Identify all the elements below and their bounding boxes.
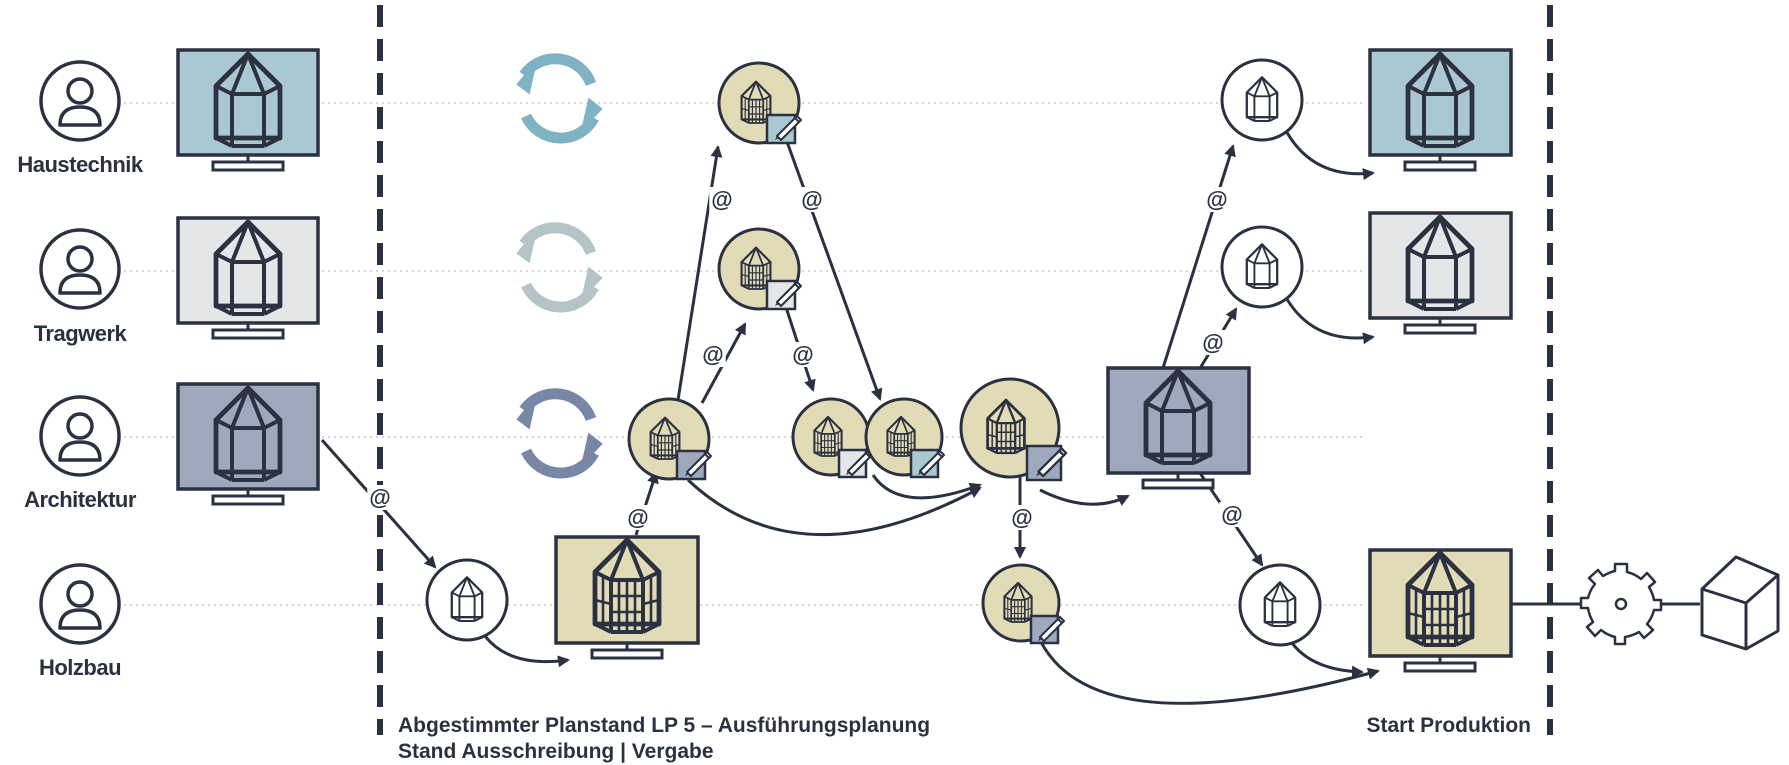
link-label-backdrop	[625, 505, 651, 530]
role-label-holzbau: Holzbau	[39, 655, 121, 680]
monitor-holzbau	[554, 535, 700, 660]
gear-icon	[1579, 562, 1663, 646]
svg-text:@: @	[792, 342, 813, 367]
phase-label-line2: Stand Ausschreibung | Vergabe	[398, 740, 714, 763]
sync-cycle-icon	[516, 388, 603, 479]
house-model-icon	[1220, 225, 1304, 309]
house-icon	[1700, 555, 1780, 651]
svg-text:@: @	[1221, 502, 1242, 527]
house-model-icon	[425, 558, 509, 642]
monitor-holzbau-final	[1368, 548, 1513, 673]
monitor-architektur	[176, 382, 320, 506]
house-model-icon	[627, 397, 712, 481]
role-label-architektur: Architektur	[24, 487, 137, 512]
svg-text:@: @	[702, 342, 723, 367]
phase-dividers	[377, 5, 1553, 735]
monitor-haustechnik	[176, 48, 320, 172]
role-label-tragwerk: Tragwerk	[34, 321, 128, 346]
svg-text:@: @	[1202, 330, 1223, 355]
link-labels: @ @ @ @ @ @ @ @ @ @	[367, 187, 1245, 530]
link-label-backdrop	[700, 342, 726, 367]
link-label-backdrop	[1009, 505, 1035, 530]
user-icon	[39, 395, 121, 477]
link-label-backdrop	[1219, 502, 1245, 527]
svg-text:@: @	[627, 505, 648, 530]
monitor-architektur-coordinated	[1106, 366, 1251, 490]
monitor-tragwerk-final	[1368, 211, 1513, 335]
link-label-backdrop	[1204, 187, 1230, 212]
monitor-tragwerk	[176, 216, 320, 340]
monitor-haustechnik-final	[1368, 48, 1513, 172]
svg-text:@: @	[1206, 187, 1227, 212]
sync-cycle-icon	[516, 222, 603, 313]
house-model-icon	[959, 377, 1068, 482]
house-model-icon	[1220, 58, 1304, 142]
link-label-backdrop	[709, 187, 735, 212]
house-model-icon	[981, 563, 1065, 645]
user-icon	[39, 228, 121, 310]
link-label-backdrop	[1200, 330, 1226, 355]
phase-label-production: Start Produktion	[1366, 714, 1531, 737]
user-icon	[39, 60, 121, 142]
link-label-backdrop	[790, 342, 816, 367]
house-model-icon	[717, 227, 802, 311]
role-label-haustechnik: Haustechnik	[17, 152, 144, 177]
house-model-icon	[791, 397, 873, 479]
svg-text:@: @	[711, 187, 732, 212]
lane-guides	[112, 102, 1365, 606]
phase-label-line1: Abgestimmter Planstand LP 5 – Ausführung…	[398, 714, 930, 737]
link-label-backdrop	[367, 485, 393, 510]
svg-text:@: @	[369, 485, 390, 510]
house-model-icon	[864, 397, 945, 479]
svg-text:@: @	[801, 187, 822, 212]
svg-text:@: @	[1011, 505, 1032, 530]
house-model-icon	[1238, 563, 1322, 647]
user-icon	[39, 563, 121, 645]
link-label-backdrop	[799, 187, 825, 212]
sync-cycle-icon	[516, 53, 603, 144]
house-model-icon	[717, 61, 802, 145]
